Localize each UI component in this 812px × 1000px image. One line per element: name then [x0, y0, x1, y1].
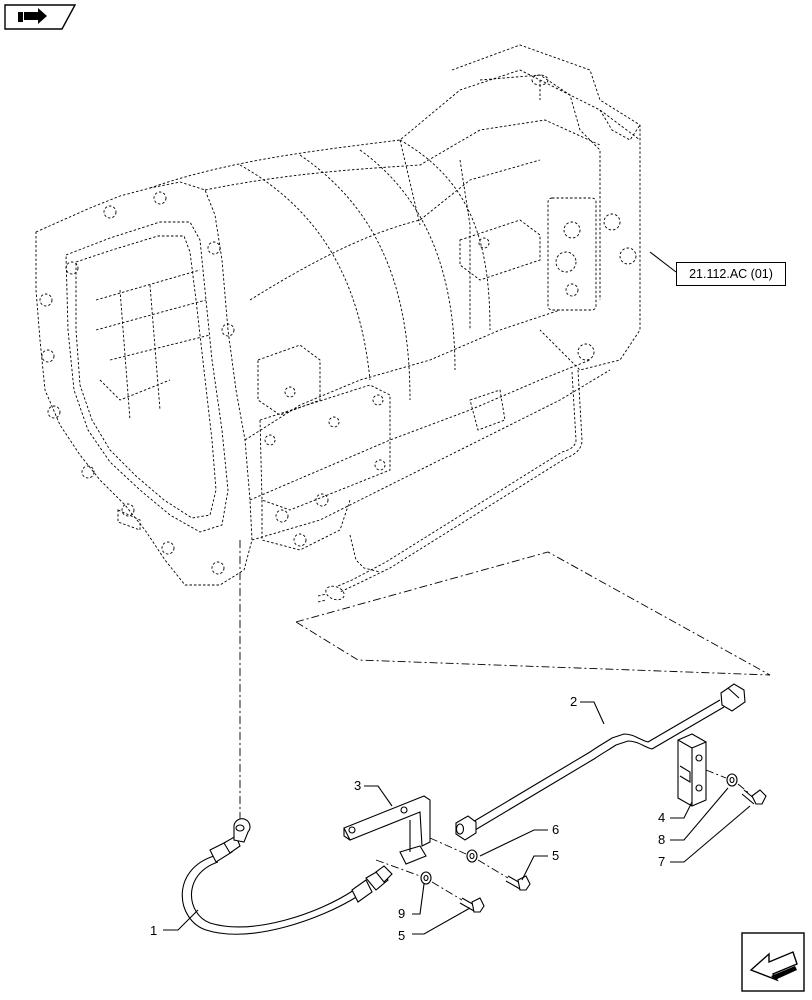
- housing-pipe-run: [317, 369, 583, 603]
- transmission-housing: [35, 44, 641, 586]
- washer-part-6: [466, 849, 478, 863]
- assembly-axes: [375, 769, 751, 901]
- callout-8: 8: [658, 832, 665, 847]
- callout-4: 4: [658, 810, 665, 825]
- pipe-part-2: [455, 683, 746, 841]
- previous-page-icon[interactable]: [4, 4, 76, 30]
- bolt-part-5-upper: [505, 875, 531, 891]
- callout-5-upper: 5: [552, 848, 559, 863]
- hose-part-1: [181, 818, 393, 935]
- bracket-part-3: [343, 795, 431, 865]
- detail-plane-outline: [294, 551, 771, 676]
- callout-1: 1: [150, 923, 157, 938]
- clamp-part-4: [677, 733, 707, 807]
- leader-lines: [163, 251, 751, 935]
- next-page-icon[interactable]: [741, 932, 805, 992]
- washer-part-8: [726, 773, 738, 787]
- callout-2: 2: [570, 694, 577, 709]
- bolt-part-7: [741, 789, 767, 805]
- callout-5-lower: 5: [398, 928, 405, 943]
- callout-7: 7: [658, 854, 665, 869]
- bolt-part-5-lower: [459, 897, 485, 913]
- callout-3: 3: [354, 778, 361, 793]
- callout-9: 9: [398, 906, 405, 921]
- reference-label[interactable]: 21.112.AC (01): [676, 262, 786, 286]
- callout-labels: 1 2 3 4 8 7 6 5 9 5: [150, 694, 665, 943]
- callout-6: 6: [552, 822, 559, 837]
- washer-part-9: [420, 871, 432, 885]
